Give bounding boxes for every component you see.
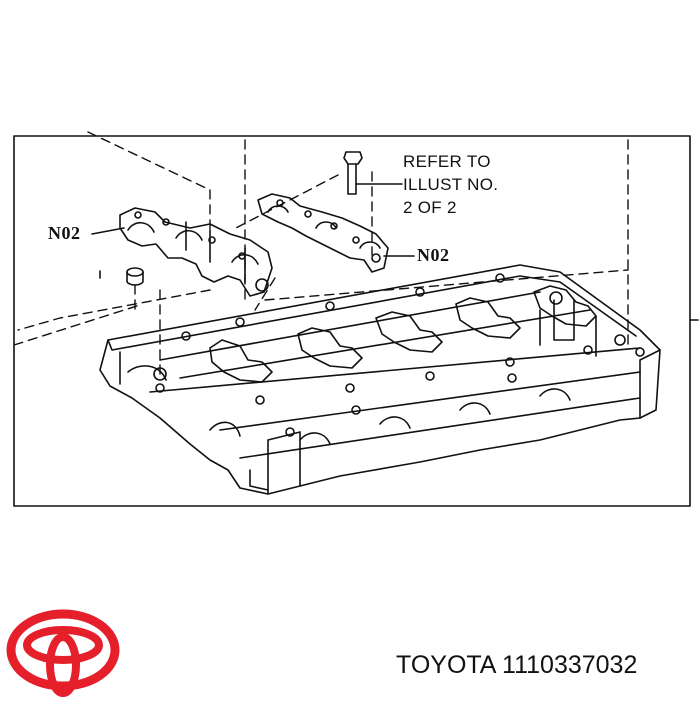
bearing-cap-set-left <box>119 207 273 297</box>
reference-note-line-2: ILLUST NO. <box>403 175 499 194</box>
callout-n02-left: N02 <box>48 223 81 243</box>
leader-left <box>91 227 125 235</box>
toyota-logo <box>6 609 120 697</box>
callout-n02-right: N02 <box>417 245 450 265</box>
bearing-cap-set-right <box>257 193 389 273</box>
part-number-caption: TOYOTA 1110337032 <box>396 651 638 679</box>
bolt-part <box>343 151 403 195</box>
reference-note: REFER TO ILLUST NO. 2 OF 2 <box>403 150 498 219</box>
dashed-guides <box>13 131 629 381</box>
sleeve-part <box>99 267 144 286</box>
reference-note-line-1: REFER TO <box>403 152 491 171</box>
diagram-frame <box>13 135 691 507</box>
reference-note-line-3: 2 OF 2 <box>403 198 457 217</box>
cylinder-block <box>99 264 661 495</box>
